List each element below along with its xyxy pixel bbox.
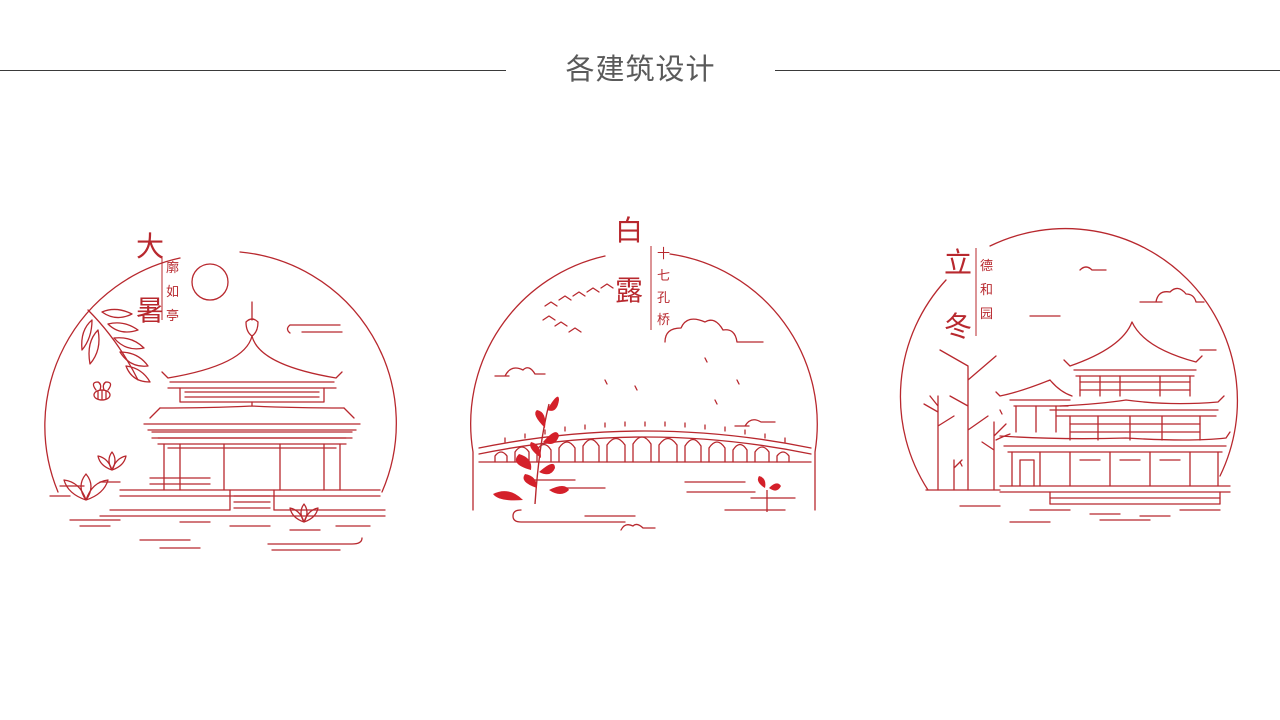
solar-term-char-1: 大	[136, 230, 164, 263]
solar-term-char-2: 露	[615, 274, 643, 307]
sun-icon	[191, 263, 229, 301]
solar-term-char-1: 立	[944, 246, 972, 279]
solar-term-char-2: 暑	[136, 294, 164, 327]
birds-icon	[542, 283, 614, 333]
bee-icon	[92, 381, 112, 401]
solar-term-char-1: 白	[615, 214, 643, 247]
building-char-2: 如	[166, 284, 179, 300]
bridge-arches	[494, 436, 790, 463]
building-char-1: 德	[980, 259, 993, 274]
bare-trees-icon	[923, 349, 1007, 491]
illustration-card-dashu: 大 暑 廓 如 亭	[40, 170, 400, 590]
red-leaves-icon	[493, 396, 781, 512]
illustration-card-lidong: 立 冬 德 和 园	[899, 170, 1260, 590]
building-char-2: 和	[980, 283, 993, 298]
building-char-1: 十	[657, 247, 670, 262]
building-char-2: 七	[657, 269, 670, 284]
page-title: 各建筑设计	[565, 52, 716, 86]
building-char-3: 孔	[657, 291, 670, 306]
building-char-1: 廓	[166, 260, 179, 276]
lotus-icon	[63, 451, 319, 523]
building-char-3: 园	[980, 307, 993, 322]
building-char-4: 桥	[657, 313, 670, 328]
leaf-branch-icon	[81, 308, 151, 383]
title-rule-left	[0, 70, 506, 71]
pavilion-illustration: 大 暑 廓 如 亭	[44, 230, 397, 551]
title-rule-right	[775, 70, 1280, 71]
building-char-3: 亭	[166, 308, 179, 324]
illustration-card-bailu: 白 露 十 七 孔 桥	[465, 170, 825, 590]
bridge-illustration: 白 露 十 七 孔 桥	[470, 214, 818, 531]
solar-term-char-2: 冬	[944, 310, 972, 343]
theater-illustration: 立 冬 德 和 园	[899, 227, 1239, 523]
